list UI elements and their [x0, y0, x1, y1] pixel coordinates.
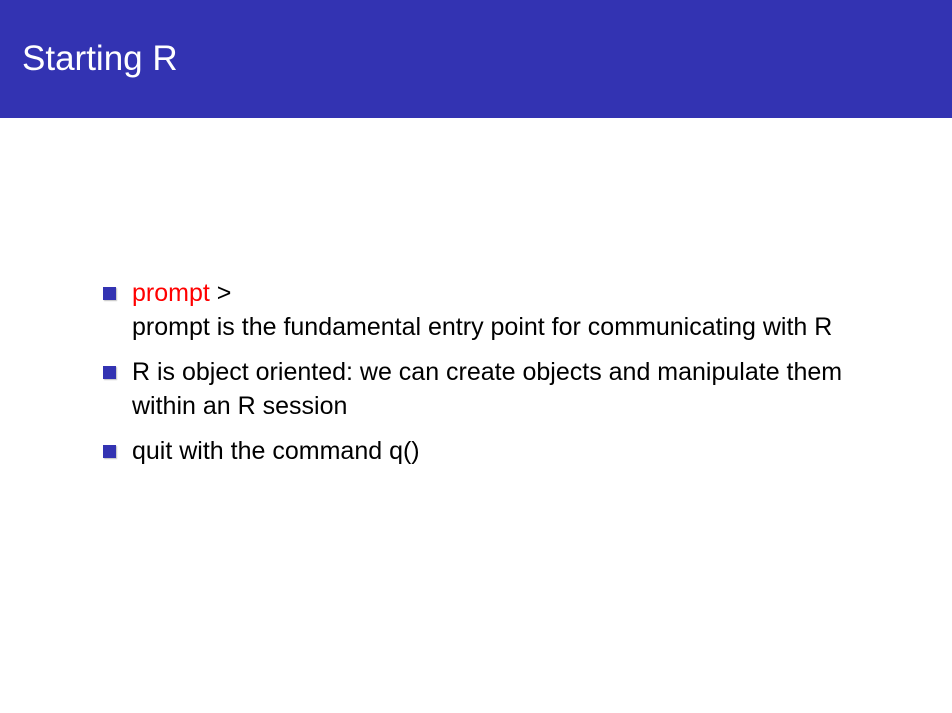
bullet-text: R is object oriented: we can create obje… [132, 358, 843, 420]
bullet-continuation: prompt is the fundamental entry point fo… [132, 313, 833, 341]
bullet-text: quit with the command q() [132, 437, 420, 465]
bullet-first-line: prompt > [132, 276, 893, 310]
slide-title: Starting R [22, 39, 178, 78]
prompt-symbol: > [209, 279, 232, 307]
square-bullet-icon [103, 445, 116, 458]
square-bullet-icon [103, 366, 116, 379]
highlighted-term: prompt [132, 279, 210, 307]
title-bar: Starting R [0, 0, 952, 118]
bullet-item-quit-command: quit with the command q() [103, 434, 893, 468]
square-bullet-icon [103, 287, 116, 300]
bullet-list: prompt > prompt is the fundamental entry… [103, 276, 893, 479]
bullet-item-object-oriented: R is object oriented: we can create obje… [103, 355, 893, 423]
bullet-item-prompt: prompt > prompt is the fundamental entry… [103, 276, 893, 344]
